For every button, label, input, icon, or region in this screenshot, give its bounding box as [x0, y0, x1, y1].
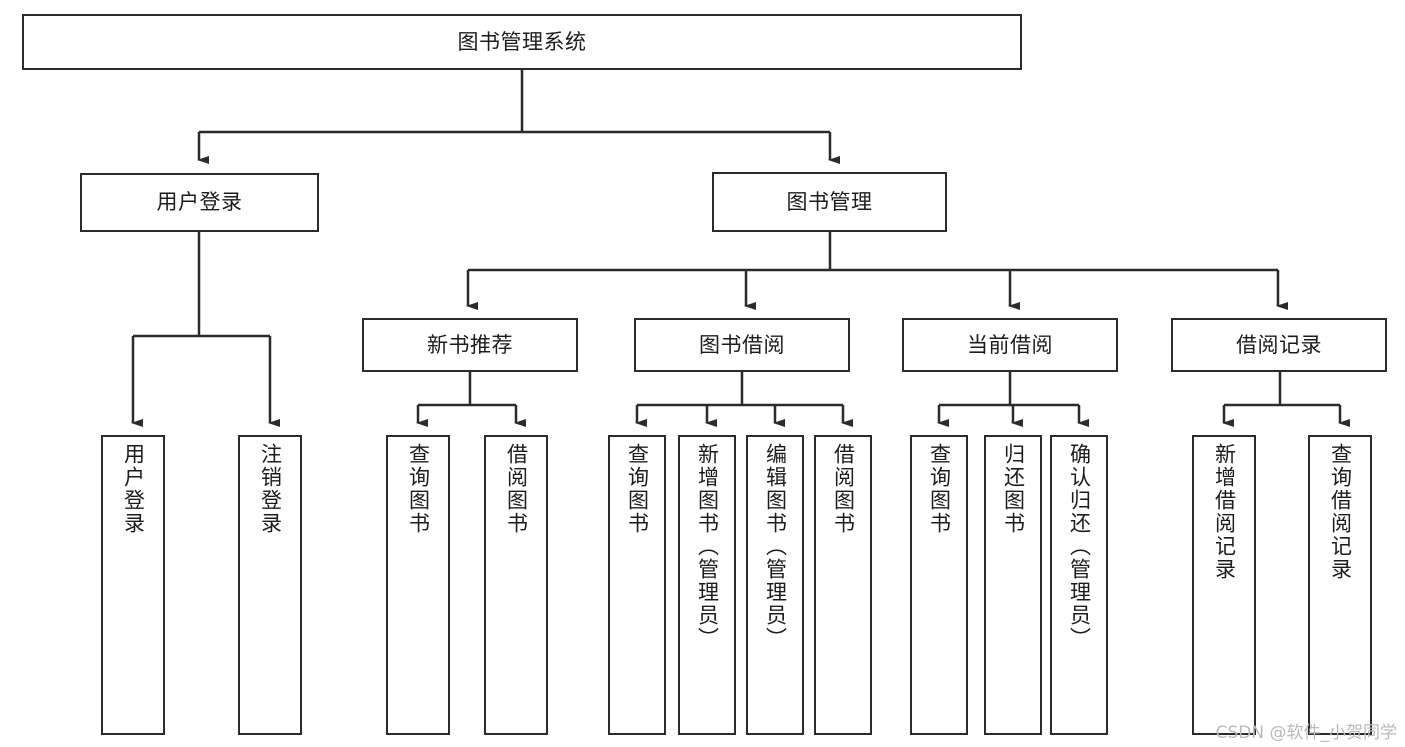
- node-current-borrow[interactable]: 当前借阅: [902, 318, 1118, 372]
- node-book-management[interactable]: 图书管理: [712, 172, 947, 232]
- node-current-borrow-label: 当前借阅: [967, 332, 1053, 357]
- node-leaf-borrow-book-1[interactable]: 借阅图书: [484, 435, 548, 735]
- node-borrow-record-label: 借阅记录: [1236, 332, 1322, 357]
- node-root-label: 图书管理系统: [457, 29, 587, 54]
- node-leaf-query-book-2-label: 查询图书: [625, 443, 650, 535]
- node-leaf-borrow-book-2-label: 借阅图书: [831, 443, 856, 535]
- node-leaf-query-book-2[interactable]: 查询图书: [608, 435, 666, 735]
- node-leaf-edit-book[interactable]: 编辑图书（管理员）: [746, 435, 804, 735]
- node-new-book-recommend-label: 新书推荐: [427, 332, 513, 357]
- node-leaf-query-record-label: 查询借阅记录: [1328, 443, 1353, 581]
- watermark-text: CSDN @软件_小贺同学: [1215, 723, 1397, 743]
- node-leaf-return-book[interactable]: 归还图书: [984, 435, 1042, 735]
- node-book-management-label: 图书管理: [786, 189, 873, 214]
- node-leaf-borrow-book-1-label: 借阅图书: [504, 443, 529, 535]
- node-user-login[interactable]: 用户登录: [80, 173, 319, 232]
- node-leaf-return-book-label: 归还图书: [1001, 443, 1026, 535]
- node-user-login-label: 用户登录: [156, 190, 243, 215]
- node-new-book-recommend[interactable]: 新书推荐: [362, 318, 578, 372]
- node-leaf-add-book[interactable]: 新增图书（管理员）: [678, 435, 736, 735]
- node-leaf-add-record[interactable]: 新增借阅记录: [1192, 435, 1256, 735]
- node-leaf-query-record[interactable]: 查询借阅记录: [1308, 435, 1372, 735]
- node-book-borrow-label: 图书借阅: [699, 332, 785, 357]
- node-leaf-query-book-3-label: 查询图书: [927, 443, 952, 535]
- node-leaf-edit-book-label: 编辑图书（管理员）: [763, 443, 788, 650]
- node-leaf-query-book-1-label: 查询图书: [406, 443, 431, 535]
- node-leaf-user-login-label: 用户登录: [121, 443, 146, 535]
- node-book-borrow[interactable]: 图书借阅: [634, 318, 850, 372]
- node-leaf-query-book-3[interactable]: 查询图书: [910, 435, 968, 735]
- node-leaf-confirm-return[interactable]: 确认归还（管理员）: [1050, 435, 1108, 735]
- node-leaf-add-book-label: 新增图书（管理员）: [695, 443, 720, 650]
- node-borrow-record[interactable]: 借阅记录: [1171, 318, 1387, 372]
- node-leaf-add-record-label: 新增借阅记录: [1212, 443, 1237, 581]
- node-leaf-logout[interactable]: 注销登录: [238, 435, 302, 735]
- node-leaf-borrow-book-2[interactable]: 借阅图书: [814, 435, 872, 735]
- node-root[interactable]: 图书管理系统: [22, 14, 1022, 70]
- node-leaf-logout-label: 注销登录: [258, 443, 283, 535]
- node-leaf-query-book-1[interactable]: 查询图书: [386, 435, 450, 735]
- node-leaf-user-login[interactable]: 用户登录: [101, 435, 165, 735]
- node-leaf-confirm-return-label: 确认归还（管理员）: [1067, 443, 1092, 650]
